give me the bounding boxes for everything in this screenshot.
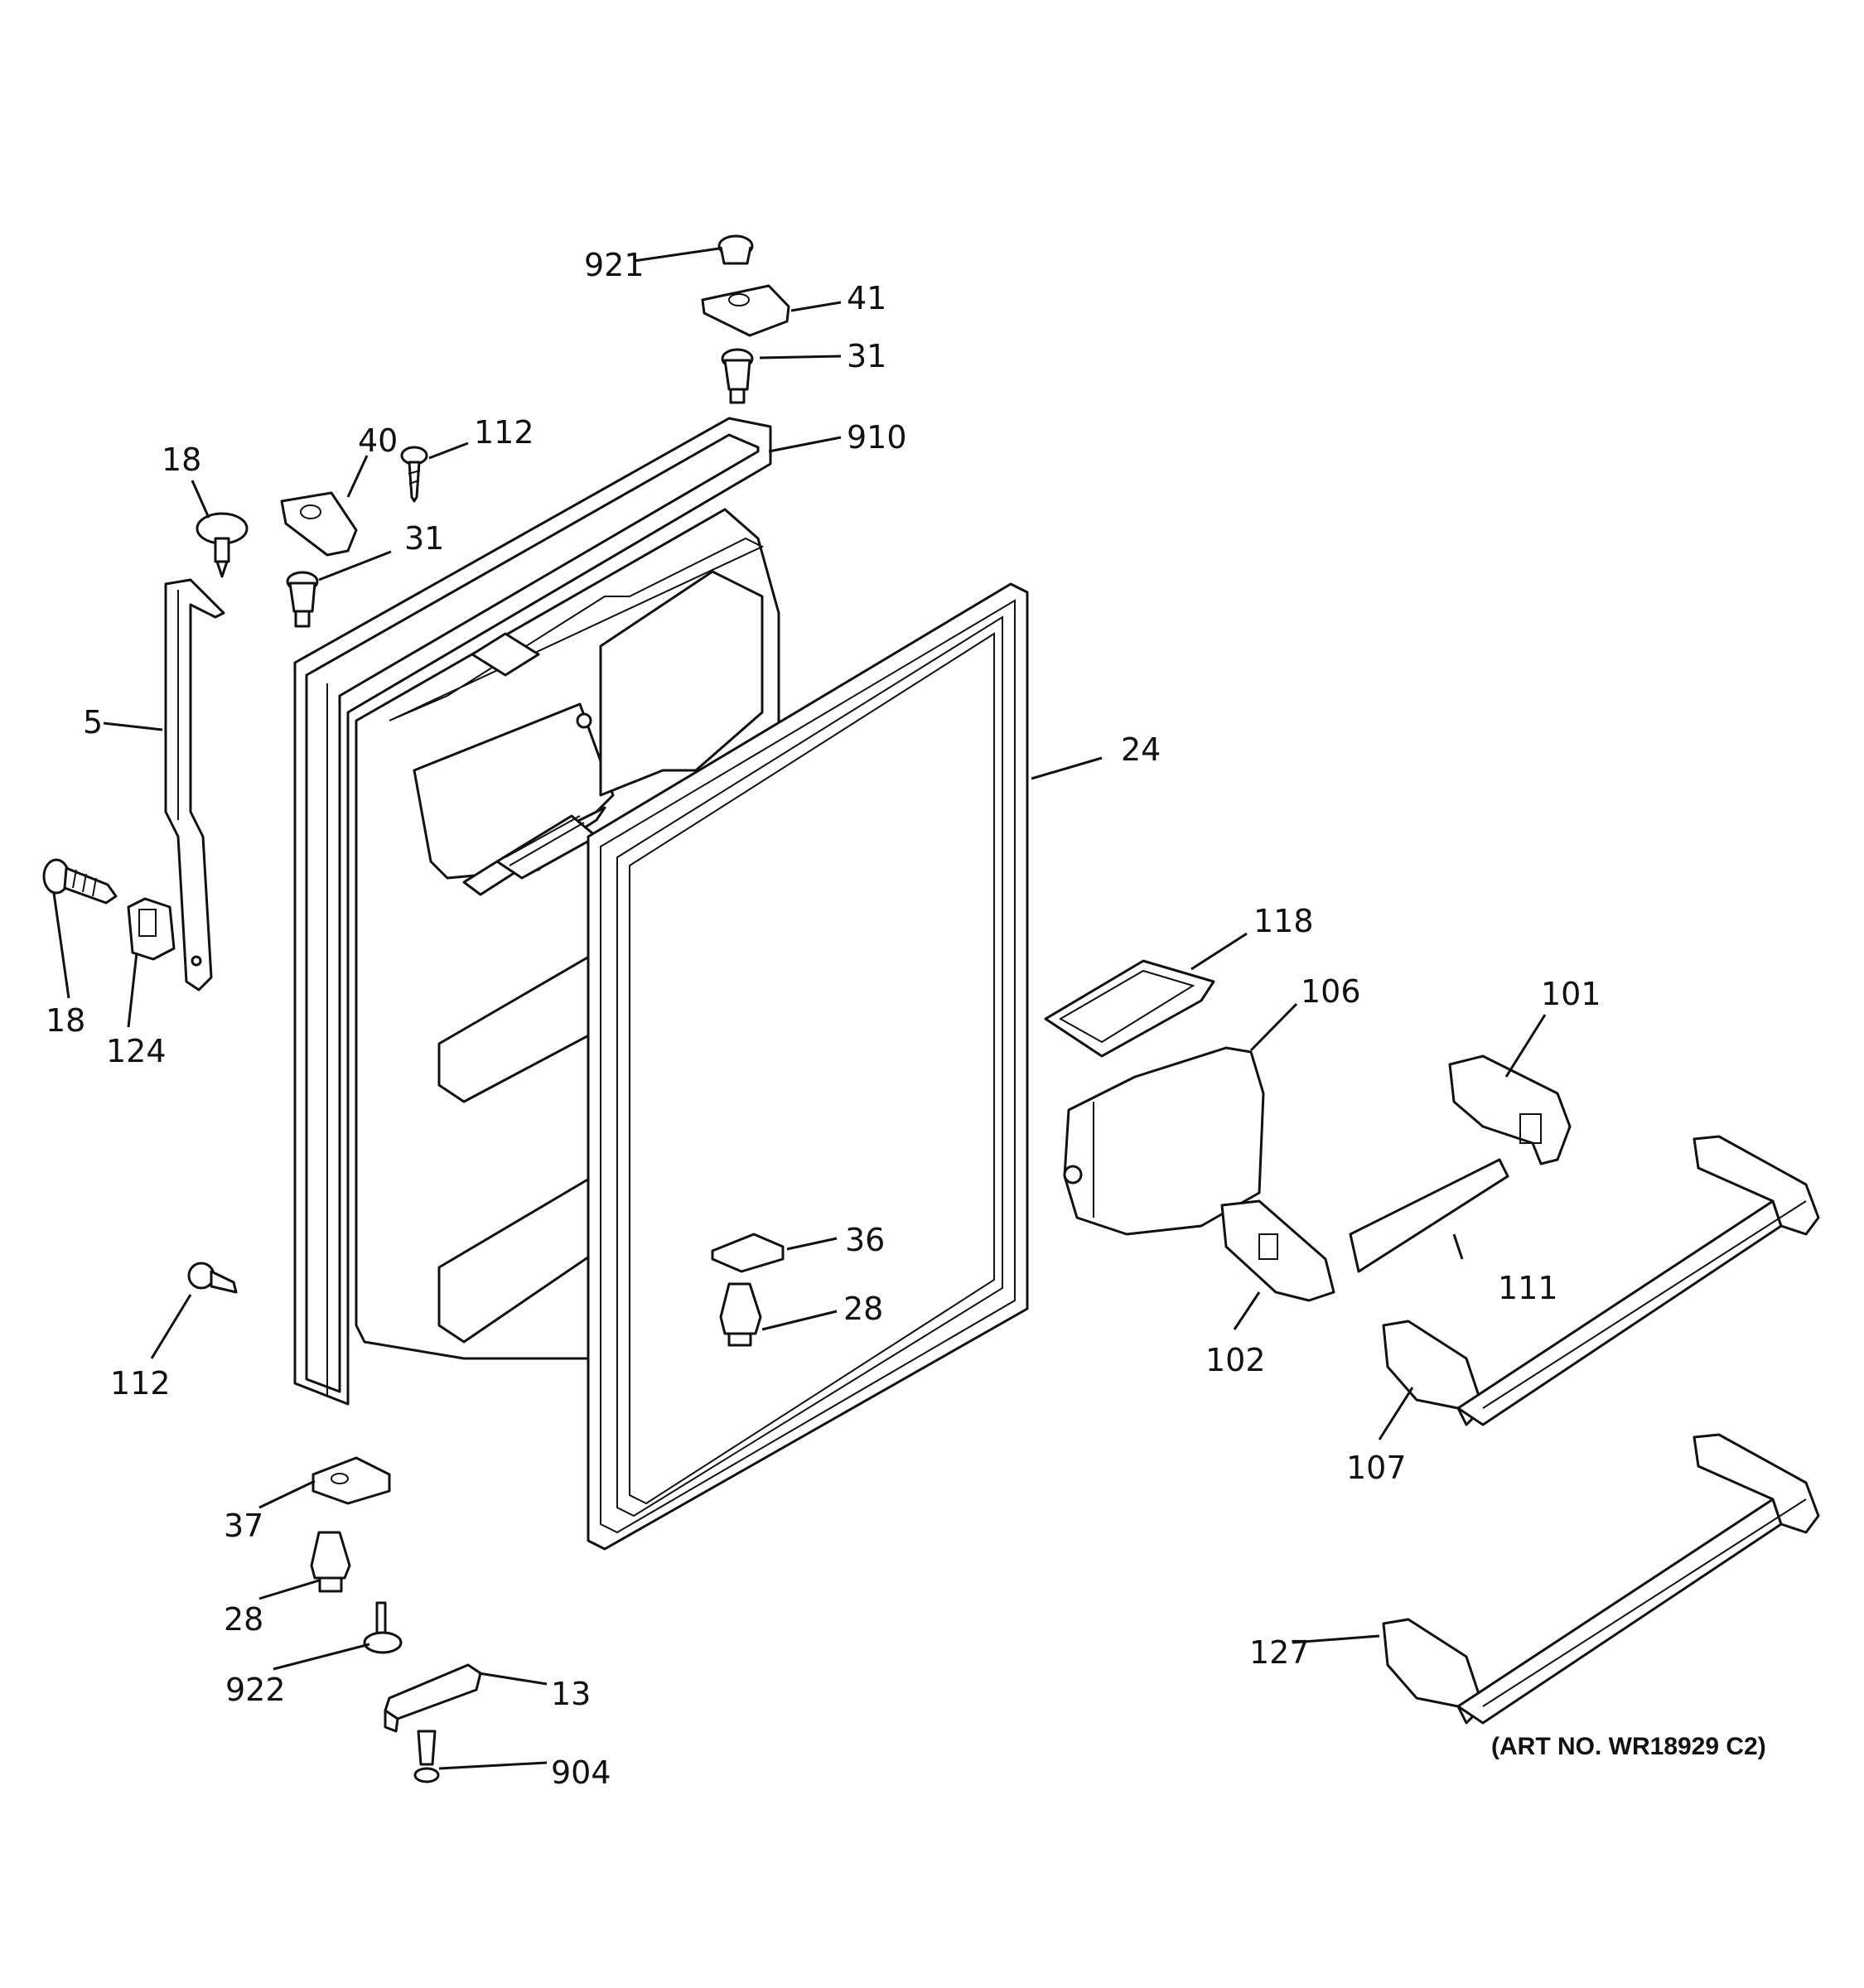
- door-bin-107: [1382, 1135, 1820, 1426]
- hinge-13: [384, 1663, 482, 1733]
- callout-106: 106: [1301, 973, 1361, 1010]
- callout-124: 124: [106, 1033, 167, 1069]
- screw-112-top: [400, 446, 428, 503]
- door-bin-127: [1382, 1433, 1820, 1725]
- callout-107: 107: [1346, 1450, 1407, 1486]
- callout-111: 111: [1498, 1270, 1558, 1306]
- callout-24: 24: [1121, 731, 1161, 768]
- callout-40: 40: [358, 422, 398, 459]
- callout-18-left: 18: [46, 1002, 85, 1039]
- shelf-end-102: [1220, 1199, 1335, 1302]
- shelf-rail-111: [1349, 1158, 1509, 1273]
- leader-lines: [52, 247, 1547, 1770]
- bushing-28-bottom: [310, 1531, 351, 1593]
- shelf-end-101: [1448, 1054, 1572, 1165]
- callout-922: 922: [225, 1672, 286, 1708]
- callout-18-top: 18: [162, 442, 201, 478]
- callout-101: 101: [1541, 976, 1601, 1012]
- handle-screw-18-left: [42, 858, 118, 905]
- door-handle-5: [164, 578, 225, 992]
- hinge-cover-40: [280, 491, 358, 557]
- callout-102: 102: [1205, 1342, 1266, 1378]
- bushing-31-top: [721, 348, 754, 404]
- callout-118: 118: [1253, 903, 1314, 939]
- handle-screw-18-top: [196, 512, 249, 578]
- hinge-cover-36: [711, 1233, 785, 1273]
- callout-127: 127: [1249, 1634, 1310, 1671]
- handle-bracket-124: [127, 897, 176, 961]
- callout-921: 921: [584, 247, 645, 283]
- callout-904: 904: [551, 1754, 611, 1791]
- bushing-28-mid: [719, 1282, 762, 1347]
- callout-36: 36: [845, 1222, 885, 1258]
- dairy-door-106: [1063, 1046, 1265, 1236]
- hinge-pin-922: [363, 1601, 403, 1654]
- callout-labels: 921 41 31 910 112 40 18 31 5 24 18 124 1…: [46, 247, 1601, 1791]
- callout-910: 910: [847, 419, 907, 456]
- callout-112-bottom: 112: [110, 1365, 171, 1402]
- hinge-cover-41: [701, 284, 790, 337]
- callout-112-top: 112: [474, 414, 534, 451]
- art-number: (ART NO. WR18929 C2): [1491, 1733, 1766, 1760]
- bushing-31-left: [286, 571, 319, 628]
- callout-31-top: 31: [847, 338, 886, 374]
- plug-921: [717, 234, 754, 265]
- dairy-tray-118: [1044, 959, 1215, 1058]
- screw-112-bottom: [187, 1262, 238, 1294]
- screw-904: [413, 1730, 440, 1783]
- callout-13: 13: [551, 1676, 591, 1712]
- callout-31-left: 31: [404, 520, 444, 557]
- hinge-cover-37: [311, 1456, 391, 1505]
- callout-5: 5: [83, 704, 103, 741]
- callout-41: 41: [847, 280, 886, 316]
- callout-28-mid: 28: [843, 1291, 883, 1327]
- gasket-24: [587, 582, 1029, 1551]
- callout-28-bottom: 28: [224, 1601, 263, 1638]
- callout-37: 37: [224, 1508, 263, 1544]
